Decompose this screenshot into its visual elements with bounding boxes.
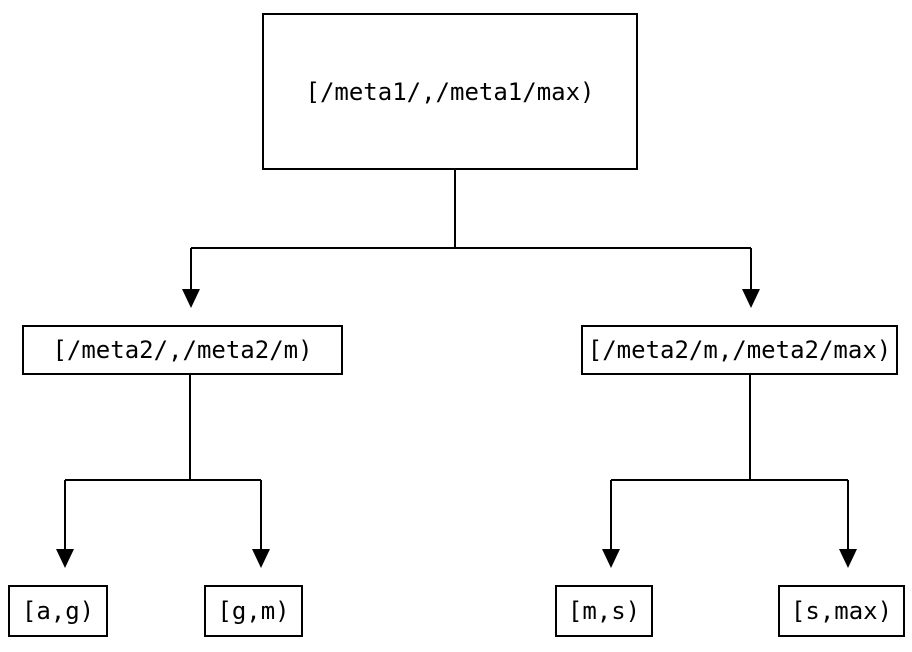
arrowhead-to-meta2-high [742, 289, 760, 308]
tree-node-leaf-s-max: [s,max) [778, 585, 905, 637]
tree-node-meta2-high: [/meta2/m,/meta2/max) [581, 325, 898, 375]
arrowhead-to-leaf-m-s [602, 549, 620, 568]
tree-node-meta2-low: [/meta2/,/meta2/m) [22, 325, 343, 375]
tree-node-root: [/meta1/,/meta1/max) [262, 13, 638, 170]
tree-node-leaf-g-m: [g,m) [204, 585, 303, 637]
tree-node-leaf-a-g: [a,g) [8, 585, 108, 637]
arrowhead-to-meta2-low [182, 289, 200, 308]
arrowhead-to-leaf-s-max [839, 549, 857, 568]
arrowhead-to-leaf-g-m [252, 549, 270, 568]
arrowhead-to-leaf-a-g [56, 549, 74, 568]
tree-node-leaf-m-s: [m,s) [555, 585, 653, 637]
